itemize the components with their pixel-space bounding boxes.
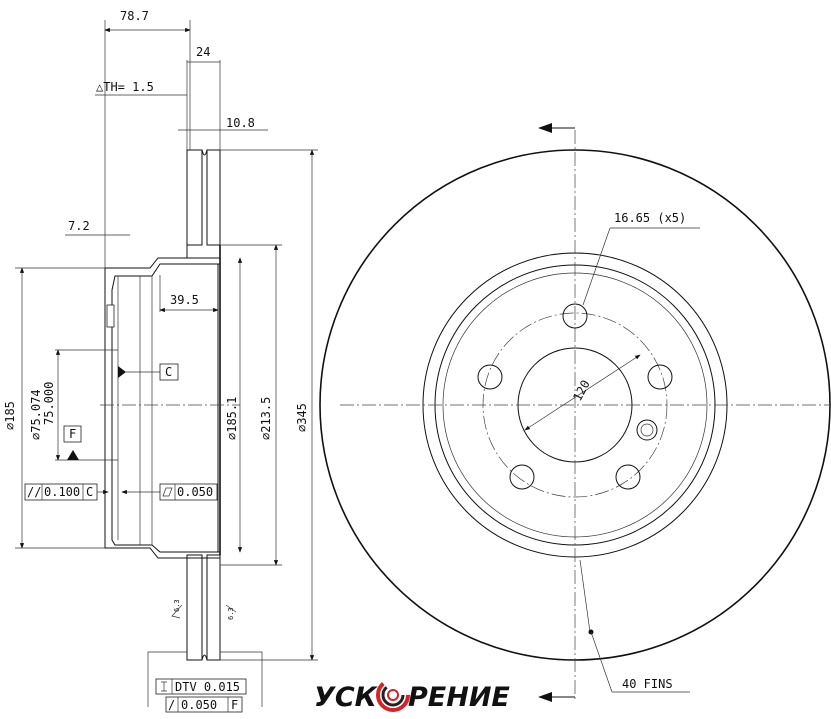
datum-f: F: [69, 427, 76, 441]
roughness-right: 6.3: [227, 607, 235, 620]
datum-c-box: [159, 363, 179, 381]
logo-swirl-icon: [376, 678, 410, 712]
dim-bore-max: ⌀75.074: [29, 389, 43, 440]
locating-hole: [636, 419, 658, 441]
dim-345: ⌀345: [295, 403, 309, 432]
dim-185-1: ⌀185.1: [225, 397, 239, 440]
dim-185: ⌀185: [3, 401, 17, 430]
svg-text:F: F: [231, 698, 238, 712]
dtv-frame: DTV 0.015: [155, 678, 247, 695]
section-view: 78.7 24 △TH= 1.5 10.8 7.2 39.5 ⌀185 ⌀75.…: [3, 9, 318, 713]
logo-text-right: РЕНИЕ: [408, 682, 510, 713]
dim-10-8: 10.8: [226, 116, 255, 130]
dim-24: 24: [196, 45, 210, 59]
fins-label: 40 FINS: [622, 677, 673, 691]
datum-f-box: [63, 425, 82, 443]
bolt-holes: [477, 303, 673, 490]
dim-bore-min: 75.000: [42, 382, 56, 425]
svg-text:0.050: 0.050: [181, 698, 217, 712]
svg-text:0.050: 0.050: [177, 485, 213, 499]
runout-frame: / 0.050 F: [165, 696, 243, 713]
svg-text:0.100: 0.100: [44, 485, 80, 499]
pcd-label: 120: [570, 378, 593, 404]
front-view: 16.65 (x5) 120 40 FINS: [319, 123, 831, 702]
datum-c: C: [165, 365, 172, 379]
dim-78-7: 78.7: [120, 9, 149, 23]
flatness-frame: 0.050: [121, 483, 218, 501]
svg-text:C: C: [86, 485, 93, 499]
roughness-left: 6.3: [173, 599, 181, 612]
dim-7-2: 7.2: [68, 219, 90, 233]
dim-39-5: 39.5: [170, 293, 199, 307]
brand-logo: УСК РЕНИЕ: [314, 678, 510, 713]
parallelism-frame: // 0.100 C: [24, 483, 109, 501]
svg-text:DTV 0.015: DTV 0.015: [175, 680, 240, 694]
bolt-holes-label: 16.65 (x5): [614, 211, 686, 225]
svg-text:/: /: [168, 698, 175, 712]
logo-text-left: УСК: [314, 682, 379, 713]
svg-text://: //: [27, 485, 41, 499]
dim-213-5: ⌀213.5: [259, 397, 273, 440]
dim-thickness-tolerance: △TH= 1.5: [96, 80, 154, 94]
